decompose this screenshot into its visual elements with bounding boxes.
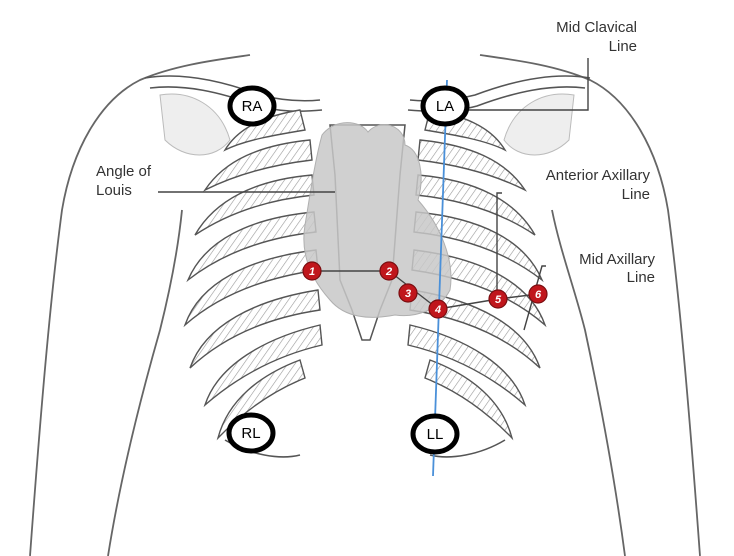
precordial-lead-v6-label: 6 xyxy=(535,289,542,301)
lead-la-label: LA xyxy=(436,98,454,115)
precordial-lead-v1: 1 xyxy=(302,261,322,281)
label-mid-clavical-line2: Line xyxy=(609,38,637,55)
lead-rl-label: RL xyxy=(241,425,260,442)
precordial-lead-v3-label: 3 xyxy=(405,288,411,300)
label-mid-axillary-line2: Line xyxy=(627,269,655,286)
label-angle-of-louis-line2: Louis xyxy=(96,182,132,199)
lead-la: LA xyxy=(420,85,470,127)
precordial-lead-v1-label: 1 xyxy=(309,266,315,278)
precordial-lead-v2-label: 2 xyxy=(385,266,392,278)
precordial-lead-v2: 2 xyxy=(379,261,399,281)
heart xyxy=(303,122,452,318)
label-anterior-axillary-line1: Anterior Axillary xyxy=(546,167,651,184)
mid-clavical-line xyxy=(432,79,448,477)
label-angle-of-louis: Angle of Louis xyxy=(96,163,152,199)
precordial-lead-v4: 4 xyxy=(428,299,448,319)
label-guides xyxy=(158,58,589,331)
ribcage-right xyxy=(183,109,323,458)
lead-ll-label: LL xyxy=(427,426,444,443)
label-mid-clavical: Mid Clavical Line xyxy=(556,19,637,55)
label-mid-clavical-line1: Mid Clavical xyxy=(556,19,637,36)
label-anterior-axillary: Anterior Axillary Line xyxy=(546,167,651,203)
torso-outline xyxy=(29,54,701,556)
label-anterior-axillary-line2: Line xyxy=(622,186,650,203)
label-angle-of-louis-line1: Angle of xyxy=(96,163,152,180)
lead-ra-label: RA xyxy=(242,98,263,115)
precordial-lead-v6: 6 xyxy=(528,284,548,304)
label-mid-axillary-line1: Mid Axillary xyxy=(579,251,655,268)
label-mid-axillary: Mid Axillary Line xyxy=(579,251,655,286)
lead-rl: RL xyxy=(226,412,276,454)
lead-ra: RA xyxy=(227,85,277,127)
precordial-lead-v4-label: 4 xyxy=(434,304,441,316)
precordial-lead-v3: 3 xyxy=(398,283,418,303)
precordial-lead-v5: 5 xyxy=(488,289,508,309)
lead-ll: LL xyxy=(410,413,460,455)
precordial-lead-v5-label: 5 xyxy=(495,294,502,306)
